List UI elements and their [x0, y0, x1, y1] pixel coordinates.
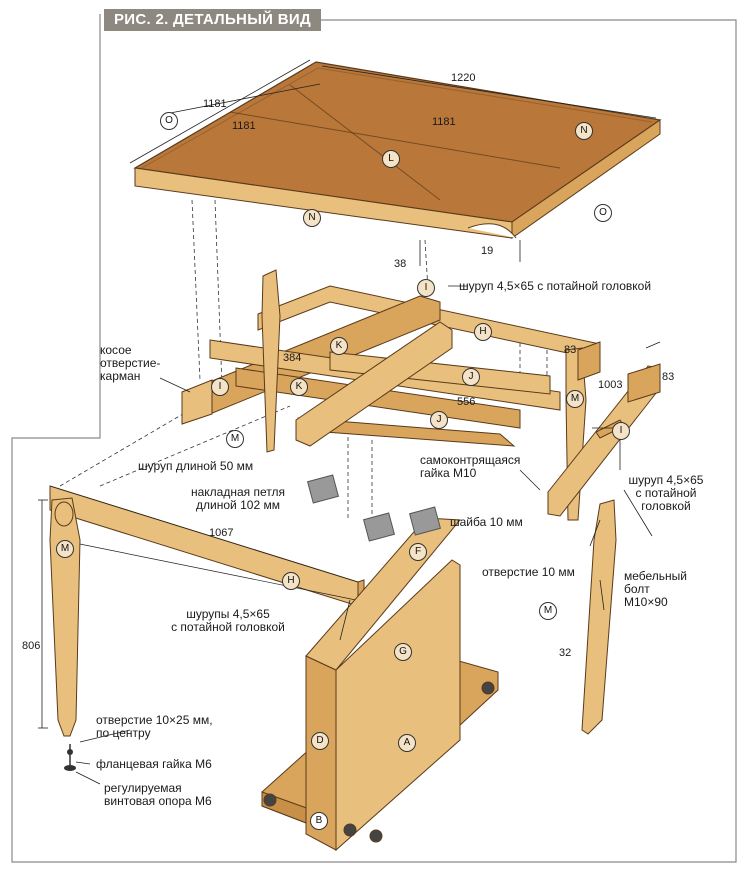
part-marker-L: L	[382, 150, 400, 168]
right-side-frame	[547, 341, 661, 517]
part-marker-N-back: N	[575, 122, 593, 140]
part-marker-I-right: I	[612, 422, 630, 440]
dim-rail-length: 1067	[209, 527, 234, 539]
tabletop-centerline	[229, 111, 561, 169]
part-marker-K-2: K	[290, 378, 308, 396]
part-marker-M-upper: M	[226, 430, 244, 448]
label-hinge: накладная петля длиной 102 мм	[190, 485, 285, 512]
dim-leg-height: 806	[22, 640, 41, 652]
part-marker-K-1: K	[330, 337, 348, 355]
part-marker-G: G	[394, 643, 412, 661]
upper-frame	[181, 269, 601, 521]
dim-top-width: 1220	[451, 72, 476, 84]
label-screws-center: шурупы 4,5×65 с потайной головкой	[171, 607, 285, 634]
left-leg	[38, 497, 81, 737]
part-marker-M-left: M	[56, 540, 74, 558]
label-screw-50: шуруп длиной 50 мм	[138, 459, 254, 473]
part-marker-M-right: M	[566, 390, 584, 408]
label-screw-right: шуруп 4,5×65 с потайной головкой	[628, 473, 704, 513]
part-marker-A: A	[398, 734, 416, 752]
part-marker-J-1: J	[462, 368, 480, 386]
dim-right-frame-length: 1003	[598, 379, 623, 391]
part-marker-H-left: H	[282, 572, 300, 590]
label-hole-leg: отверстие 10×25 мм, по центру	[96, 713, 213, 740]
right-leg	[581, 499, 617, 735]
figure-title: РИС. 2. ДЕТАЛЬНЫЙ ВИД	[104, 9, 321, 31]
tabletop-surface	[133, 61, 662, 223]
part-marker-H-top: H	[474, 323, 492, 341]
label-leveler: регулируемая винтовая опора М6	[104, 781, 212, 808]
part-marker-O-right: O	[594, 204, 612, 222]
part-marker-O-left: O	[160, 112, 178, 130]
part-marker-D: D	[311, 732, 329, 750]
label-locknut: самоконтрящаяся гайка М10	[420, 453, 521, 480]
part-marker-I-left: I	[211, 378, 229, 396]
dim-edge-thickness: 38	[394, 258, 407, 270]
dim-frame-length: 556	[457, 396, 476, 408]
cabinet	[261, 474, 499, 852]
label-screw-hidden-top: шуруп 4,5×65 с потайной головкой	[459, 279, 652, 293]
part-marker-M-leg: M	[539, 602, 557, 620]
dim-right-frame-height: 83	[662, 371, 675, 383]
dim-top-depth-outer: 1181	[203, 98, 227, 110]
label-pocket-hole: косое отверстие- карман	[100, 343, 161, 383]
part-marker-N-front: N	[303, 209, 321, 227]
part-marker-F: F	[409, 543, 427, 561]
dim-top-inner-left: 1181	[232, 120, 256, 132]
dim-leg-thickness: 32	[559, 647, 572, 659]
part-marker-I-top: I	[417, 279, 435, 297]
label-hole-10: отверстие 10 мм	[482, 565, 575, 579]
leader-lines	[75, 285, 653, 785]
dim-top-inner-right: 1181	[432, 116, 456, 128]
part-marker-J-2: J	[430, 411, 448, 429]
dim-frame-spacing: 384	[283, 352, 302, 364]
dim-frame-height: 83	[564, 344, 577, 356]
label-washer: шайба 10 мм	[450, 515, 523, 529]
label-flange-nut: фланцевая гайка М6	[96, 757, 212, 771]
label-furniture-bolt: мебельный болт М10×90	[624, 569, 688, 609]
figure-frame	[11, 14, 737, 863]
dim-notch: 19	[481, 245, 494, 257]
leveler-foot	[64, 744, 76, 771]
part-marker-B: B	[310, 812, 328, 830]
tabletop	[129, 59, 662, 266]
